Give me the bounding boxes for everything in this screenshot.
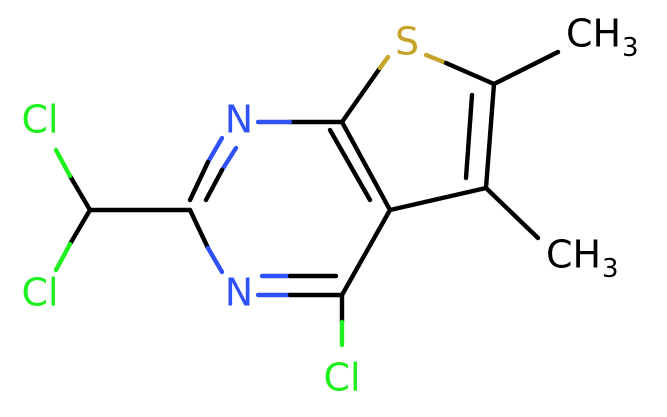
bond-c2-n3 bbox=[187, 207, 211, 251]
atom-chlorine-ring-label: Cl bbox=[323, 356, 360, 400]
bond-n7-c2-double-n bbox=[219, 145, 239, 173]
atom-nitrogen-bottom-label: N bbox=[225, 271, 253, 315]
bond-n7-c2 bbox=[187, 159, 211, 203]
bond-c4a-c7a bbox=[339, 119, 393, 213]
bond-c4-c4a bbox=[339, 207, 393, 298]
bond-c6-c5 bbox=[483, 81, 497, 191]
bond-c6-c5-inner bbox=[463, 92, 475, 181]
methyl-bottom-label: CH bbox=[546, 233, 601, 277]
bond-c2-n3-n-part bbox=[205, 245, 225, 275]
bond-chcl2-cl-bottom-cl-part bbox=[53, 241, 73, 273]
bond-chcl2-cl-top-cl-part bbox=[53, 147, 73, 179]
atom-nitrogen-top-label: N bbox=[225, 98, 253, 142]
bond-s-c6 bbox=[443, 60, 497, 87]
bond-n7-c2-n-part bbox=[205, 135, 225, 165]
bond-c4a-c7a-inner bbox=[327, 127, 373, 203]
bond-n7-c2-double bbox=[203, 167, 225, 203]
methyl-bottom-group: CH 3 bbox=[546, 233, 619, 285]
bond-s-c6-s-part bbox=[423, 52, 449, 66]
atom-chlorine-top-label: Cl bbox=[21, 98, 58, 142]
bond-chcl2-cl-top bbox=[67, 173, 93, 213]
methyl-top-subscript: 3 bbox=[622, 33, 639, 63]
methyl-top-group: CH 3 bbox=[566, 12, 639, 64]
atom-sulfur-label: S bbox=[395, 20, 419, 64]
bond-c7a-s-s-part bbox=[377, 54, 391, 71]
bond-c6-methyl bbox=[491, 49, 561, 87]
bond-c7a-s bbox=[339, 65, 383, 125]
atom-chlorine-bottom-label: Cl bbox=[21, 271, 58, 315]
bond-chcl2-cl-bottom bbox=[67, 207, 93, 247]
bond-c5-c4a bbox=[387, 185, 489, 213]
methyl-bottom-subscript: 3 bbox=[602, 254, 619, 284]
bond-c5-methyl bbox=[483, 185, 541, 241]
methyl-top-label: CH bbox=[566, 12, 621, 56]
